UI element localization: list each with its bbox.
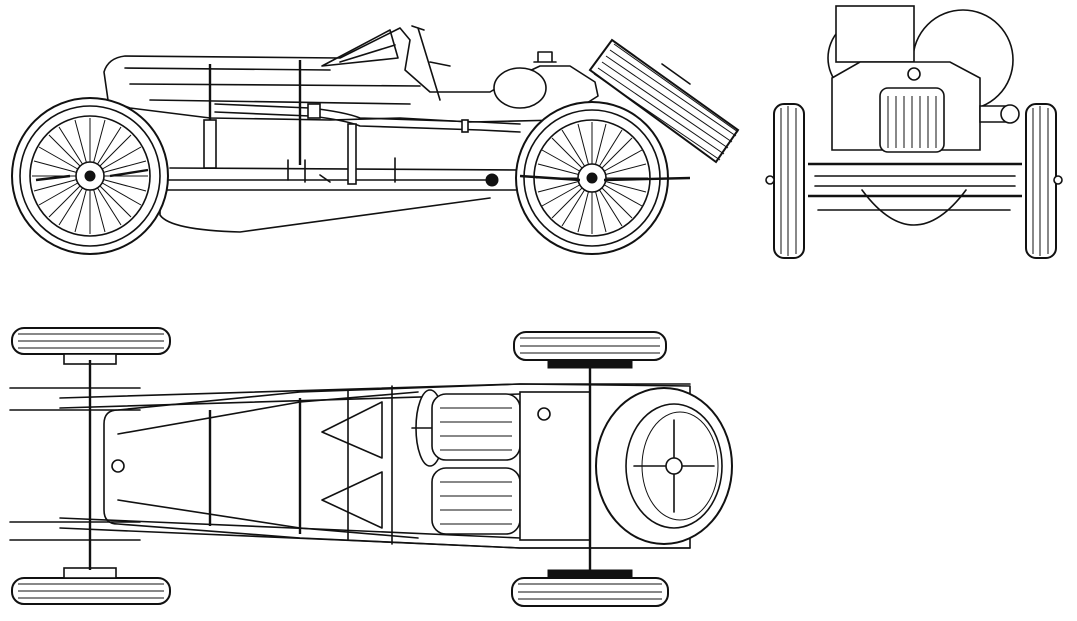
side-fuel-cap — [533, 51, 557, 63]
front-view — [765, 5, 1063, 259]
side-exhaust-clamp — [307, 103, 321, 119]
front-windscreen — [835, 5, 915, 63]
side-front-spring — [35, 168, 149, 182]
side-cowl-cone — [321, 29, 399, 67]
top-fuel-cap — [537, 407, 551, 421]
side-exhaust-pipe — [214, 103, 521, 133]
side-steering-column — [347, 123, 357, 185]
top-rear-left-tyre — [513, 331, 667, 369]
front-sump — [861, 189, 967, 226]
side-spare-tyres — [588, 38, 740, 164]
top-seat-cushions — [431, 393, 521, 535]
front-spring-leaves — [814, 175, 1016, 187]
front-grille-bars — [887, 96, 937, 148]
side-undertray — [159, 194, 491, 233]
top-body-outline — [103, 383, 691, 549]
top-bonnet-straps — [208, 398, 302, 534]
top-front-left-tyre — [11, 327, 171, 365]
front-badge — [907, 67, 921, 81]
front-exhaust-end — [1000, 104, 1020, 124]
front-right-hub-cap — [1053, 175, 1063, 185]
side-rear-wheel — [515, 101, 691, 255]
side-body-top-line — [124, 67, 421, 105]
side-oil-tube — [203, 119, 217, 169]
top-front-right-tyre — [11, 567, 171, 605]
top-bonnet-lines — [117, 391, 419, 539]
side-differential — [485, 173, 499, 187]
top-cockpit-sides — [347, 385, 393, 545]
top-front-springs — [9, 387, 141, 541]
top-cowl-cones — [321, 401, 383, 529]
side-chassis-rail — [149, 167, 521, 191]
side-fuel-tank — [493, 67, 547, 109]
top-view — [9, 327, 733, 607]
front-right-tyre — [1025, 103, 1057, 259]
side-steering-wheel — [411, 25, 451, 101]
top-radiator-cap — [111, 459, 125, 473]
side-view — [11, 25, 740, 255]
front-left-tyre — [773, 103, 805, 259]
side-exhaust-clamp-2 — [461, 119, 469, 133]
top-spare-wheel — [595, 387, 733, 545]
front-left-hub-cap — [765, 175, 775, 185]
side-hand-levers — [287, 157, 396, 183]
top-fuel-tank — [519, 391, 591, 541]
front-axle — [808, 162, 1022, 198]
top-rear-right-tyre — [511, 569, 669, 607]
side-front-wheel — [11, 97, 169, 255]
side-rear-spring — [519, 174, 691, 182]
